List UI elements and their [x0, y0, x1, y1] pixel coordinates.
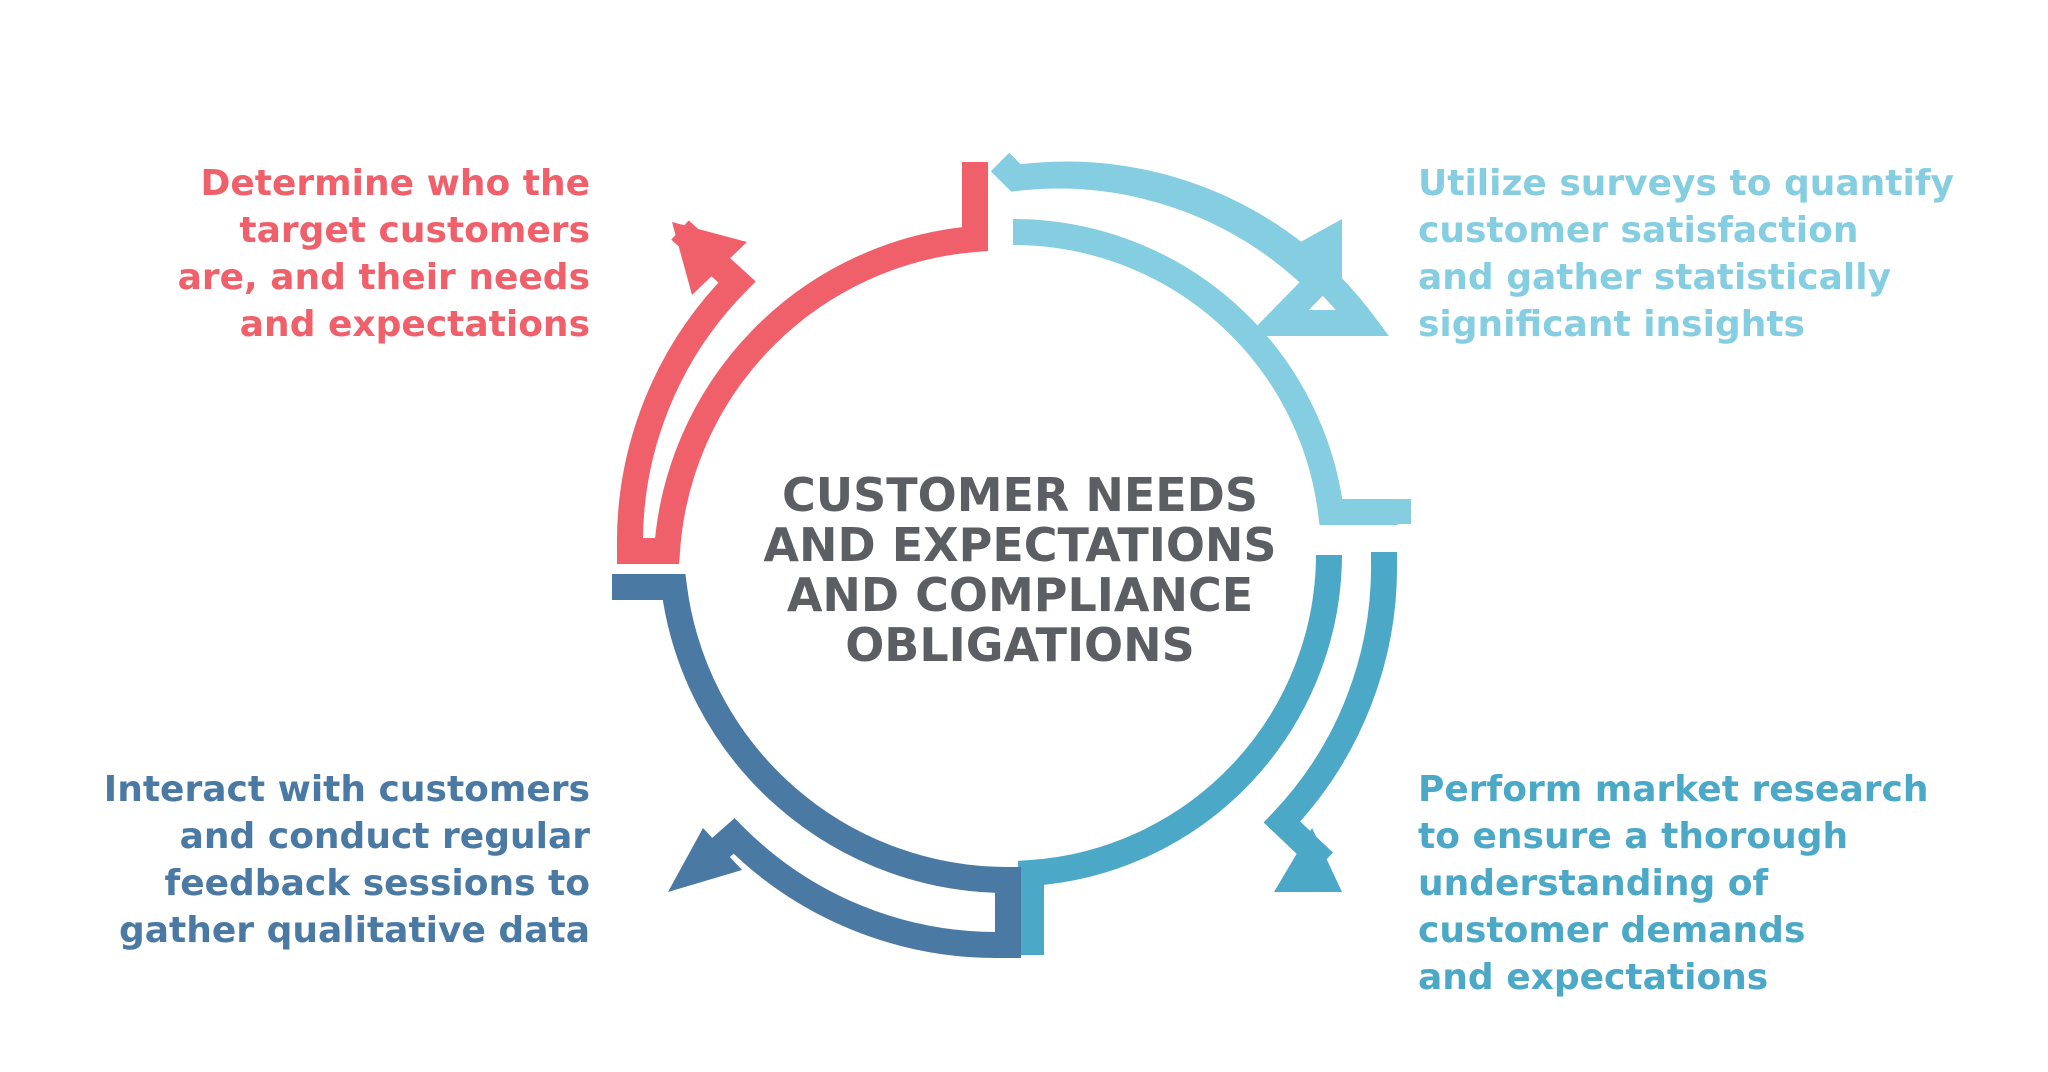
node-line: Utilize surveys to quantify: [1418, 163, 1954, 204]
arc-top-left: [616, 162, 988, 564]
node-line: gather qualitative data: [118, 910, 590, 951]
center-title-line: AND COMPLIANCE: [786, 568, 1254, 622]
node-line: Perform market research: [1418, 769, 1929, 810]
node-line: to ensure a thorough: [1418, 816, 1849, 857]
node-line: and conduct regular: [179, 816, 590, 857]
node-line: and gather statistically: [1418, 257, 1892, 298]
arc-bottom-right: [1018, 552, 1398, 955]
arrow-down-right-icon: [1274, 828, 1342, 892]
node-top-left-text: Determine who the target customers are, …: [178, 160, 590, 348]
node-line: target customers: [239, 210, 590, 251]
node-line: understanding of: [1418, 863, 1769, 904]
node-line: Interact with customers: [103, 769, 590, 810]
segment-bottom-left: [612, 574, 1021, 959]
node-top-right-text: Utilize surveys to quantify customer sat…: [1418, 160, 1954, 348]
node-bottom-right-text: Perform market research to ensure a thor…: [1418, 766, 1928, 1001]
node-line: and expectations: [239, 304, 590, 345]
segment-top-left: [616, 162, 988, 564]
node-line: significant insights: [1418, 304, 1805, 345]
segment-bottom-right: [1018, 552, 1398, 955]
node-line: Determine who the: [200, 163, 590, 204]
center-title-line: AND EXPECTATIONS: [763, 518, 1277, 572]
node-line: customer demands: [1418, 910, 1806, 951]
center-title-line: OBLIGATIONS: [845, 618, 1195, 672]
arc-bottom-left: [612, 574, 1021, 959]
node-line: are, and their needs: [177, 257, 590, 298]
segment-top-right: [990, 152, 1411, 525]
arrow-up-left-icon: [672, 222, 747, 295]
node-line: feedback sessions to: [164, 863, 590, 904]
node-bottom-left-text: Interact with customers and conduct regu…: [104, 766, 590, 954]
arc-top-right: [990, 152, 1411, 525]
arrow-down-left-icon: [668, 828, 742, 892]
center-title: CUSTOMER NEEDS AND EXPECTATIONS AND COMP…: [690, 470, 1350, 670]
arrow-up-right-icon: [1286, 219, 1342, 286]
center-title-line: CUSTOMER NEEDS: [781, 468, 1258, 522]
node-line: customer satisfaction: [1418, 210, 1859, 251]
node-line: and expectations: [1418, 957, 1769, 998]
